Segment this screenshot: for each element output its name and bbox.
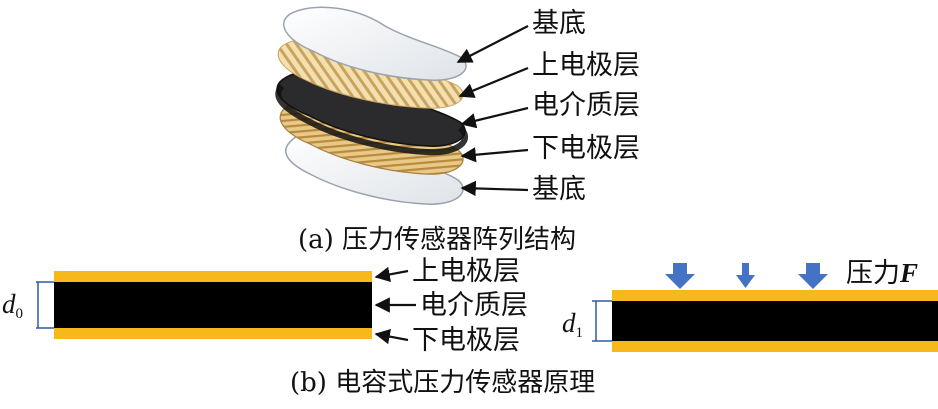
label-upper-electrode: 上电极层 (532, 50, 640, 81)
left-gap-label: d0 (2, 289, 23, 322)
capacitor-right (592, 290, 938, 352)
left-dimension-bracket (36, 281, 54, 329)
label-left-upper-electrode: 上电极层 (412, 256, 520, 287)
label-left-dielectric: 电介质层 (420, 290, 528, 321)
label-substrate-top: 基底 (532, 8, 586, 39)
caption-a: (a) 压力传感器阵列结构 (298, 225, 577, 255)
right-dielectric (612, 301, 938, 341)
left-leader-arrows (374, 266, 416, 345)
force-arrows (665, 263, 828, 289)
force-arrow-icon (665, 263, 695, 289)
stack-leader-arrows (456, 25, 529, 197)
label-left-lower-electrode: 下电极层 (412, 325, 520, 356)
left-upper-electrode (54, 271, 372, 282)
layer-stack (275, 6, 469, 205)
right-lower-electrode (612, 341, 938, 352)
right-dimension-bracket (592, 300, 612, 342)
force-label: 压力F (846, 258, 919, 289)
force-arrow-icon (798, 263, 828, 289)
right-upper-electrode (612, 290, 938, 301)
right-gap-label: d1 (562, 308, 583, 341)
capacitor-left (36, 271, 372, 339)
label-dielectric: 电介质层 (532, 90, 640, 121)
left-lower-electrode (54, 328, 372, 339)
label-substrate-bottom: 基底 (532, 174, 586, 205)
label-lower-electrode: 下电极层 (532, 133, 640, 164)
caption-b: (b) 电容式压力传感器原理 (290, 368, 596, 398)
left-dielectric (54, 282, 372, 328)
substrate-top-layer (283, 6, 467, 81)
force-arrow-icon (736, 263, 755, 288)
